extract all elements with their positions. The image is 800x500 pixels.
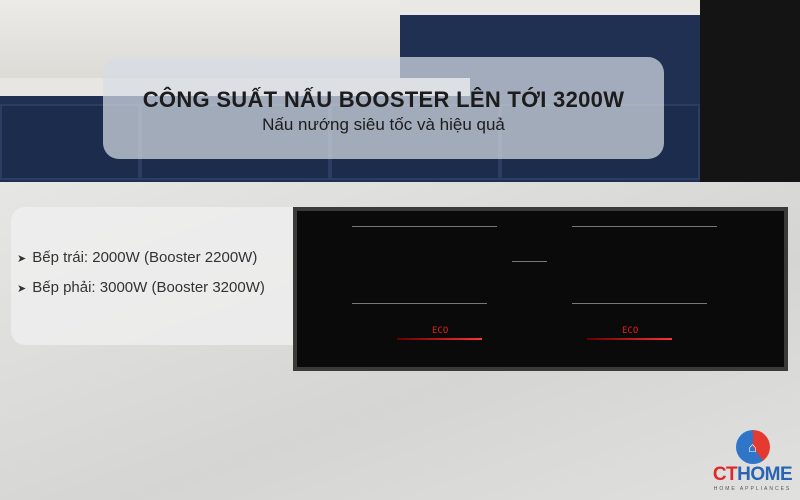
- power-slider: [587, 338, 672, 340]
- logo-home: HOME: [737, 464, 793, 485]
- zone-marking: [352, 303, 487, 304]
- arrow-icon: ➤: [17, 283, 27, 295]
- logo-tagline: HOME APPLIANCES: [713, 486, 792, 492]
- oven: [700, 0, 800, 182]
- house-icon: ⌂: [735, 430, 770, 464]
- zone-marking: [572, 226, 717, 227]
- spec-item: ➤ Bếp phải: 3000W (Booster 3200W): [17, 279, 306, 296]
- headline-subtitle: Nấu nướng siêu tốc và hiệu quả: [262, 115, 505, 134]
- headline-banner: CÔNG SUẤT NẤU BOOSTER LÊN TỚI 3200W Nấu …: [103, 57, 664, 159]
- headline-title: CÔNG SUẤT NẤU BOOSTER LÊN TỚI 3200W: [142, 87, 625, 112]
- wall: [400, 0, 700, 15]
- right-display: ECO: [622, 326, 639, 336]
- spec-item: ➤ Bếp trái: 2000W (Booster 2200W): [17, 249, 306, 266]
- spec-text: Bếp trái: 2000W (Booster 2200W): [32, 249, 258, 266]
- zone-marking: [352, 226, 497, 227]
- hob-glass: ECO ECO: [297, 211, 784, 367]
- left-display: ECO: [432, 326, 449, 336]
- cthome-logo: ⌂ CTHOME HOME APPLIANCES: [710, 430, 795, 492]
- induction-hob: ECO ECO: [293, 207, 788, 371]
- zone-marking: [572, 303, 707, 304]
- spec-text: Bếp phải: 3000W (Booster 3200W): [32, 279, 265, 296]
- logo-ct: CT: [712, 464, 738, 485]
- zone-marking: [512, 261, 547, 262]
- specs-panel: ➤ Bếp trái: 2000W (Booster 2200W) ➤ Bếp ph…: [11, 207, 306, 345]
- power-slider: [397, 338, 482, 340]
- arrow-icon: ➤: [17, 253, 27, 265]
